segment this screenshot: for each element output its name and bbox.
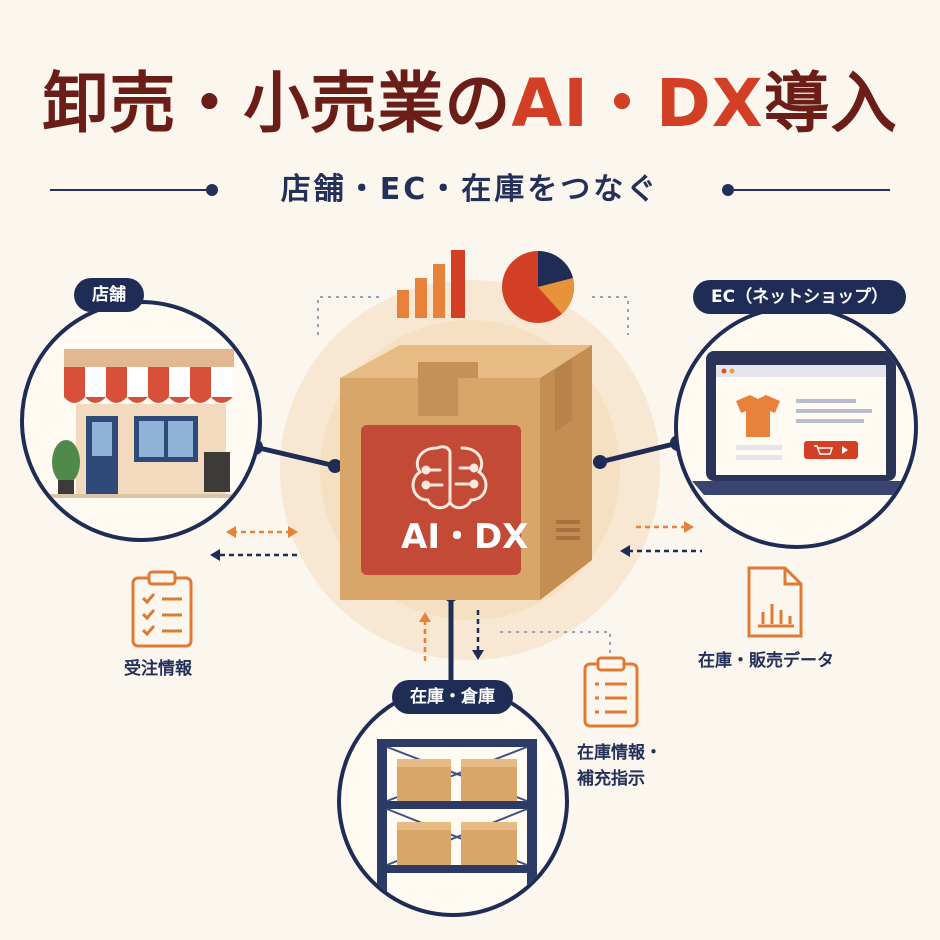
tshirt-icon	[736, 395, 780, 437]
arrows-right	[620, 521, 702, 557]
arrows-vertical	[419, 610, 484, 662]
store-circle	[20, 300, 262, 542]
pie-chart-icon	[502, 250, 575, 323]
subtitle-line-right	[730, 189, 890, 191]
store-label: 店舗	[74, 278, 144, 312]
storefront-icon	[44, 349, 244, 498]
warehouse-circle	[337, 685, 569, 917]
subtitle: 店舗・EC・在庫をつなぐ	[280, 172, 660, 207]
sales-label: 在庫・販売データ	[698, 651, 834, 671]
title-part-3: 導入	[763, 65, 898, 142]
cardboard-box	[340, 345, 592, 600]
ec-label: EC（ネットショップ）	[693, 280, 907, 314]
arrows-left	[210, 526, 300, 561]
laptop-shop-icon	[692, 351, 908, 495]
title-accent: AI・DX	[511, 65, 764, 142]
orders-label: 受注情報	[124, 659, 192, 679]
clipboard-icon-replenish	[583, 656, 639, 728]
clipboard-icon	[131, 570, 193, 648]
ec-circle	[674, 305, 918, 549]
shelf-boxes-icon	[377, 739, 537, 911]
ec-connector	[599, 440, 679, 465]
subtitle-line-left	[50, 189, 210, 191]
ai-dx-box-label: AI・DX	[401, 517, 529, 557]
title-part-1: 卸売・小売業の	[42, 65, 512, 142]
warehouse-label: 在庫・倉庫	[392, 680, 513, 714]
bar-chart-icon	[397, 250, 465, 318]
subtitle-row: 店舗・EC・在庫をつなぐ	[0, 170, 940, 210]
replenish-label-line1: 在庫情報・	[577, 743, 662, 763]
subtitle-dot-right	[722, 184, 734, 196]
store-connector	[254, 444, 341, 470]
replenish-label-line2: 補充指示	[577, 769, 645, 789]
page-title: 卸売・小売業のAI・DX導入	[0, 50, 940, 146]
document-chart-icon	[747, 566, 803, 638]
brain-circuit-icon	[411, 445, 488, 510]
subtitle-dot-left	[206, 184, 218, 196]
